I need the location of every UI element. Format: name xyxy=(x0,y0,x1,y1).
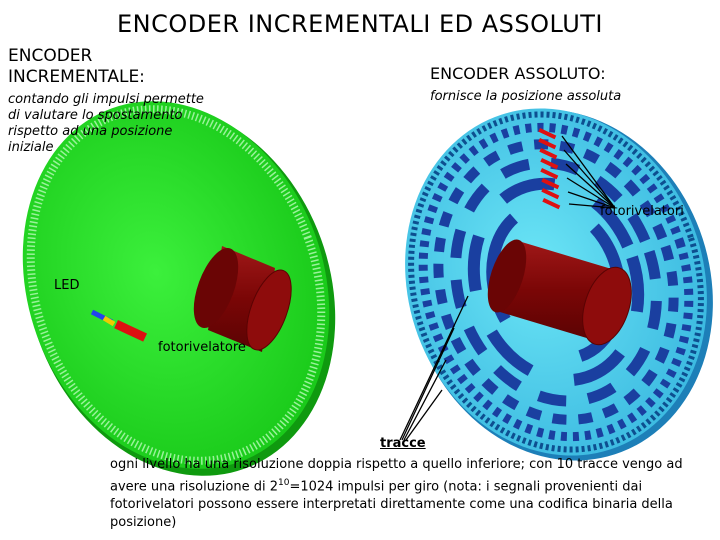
incremental-heading-line1: ENCODER xyxy=(8,46,93,66)
incremental-heading: ENCODER INCREMENTALE: xyxy=(8,46,145,88)
note-part2: =1024 impulsi per giro (nota: i segnali … xyxy=(110,479,673,531)
fotorivelatori-arrows xyxy=(561,135,616,209)
fotorivelatore-label: fotorivelatore xyxy=(158,340,246,355)
led-assembly xyxy=(90,309,148,342)
incremental-description: contando gli impulsi permette di valutar… xyxy=(8,92,248,156)
incremental-shaft xyxy=(193,246,292,352)
resolution-note: ogni livello ha una risoluzione doppia r… xyxy=(110,456,710,532)
absolute-description: fornisce la posizione assoluta xyxy=(430,89,622,104)
absolute-heading: ENCODER ASSOLUTO: xyxy=(430,64,606,83)
fotorivelatori-label: fotorivelatori xyxy=(600,204,684,219)
photodetector-left xyxy=(114,320,148,342)
incremental-description-line: iniziale xyxy=(8,140,54,155)
tracce-arrows xyxy=(399,295,469,441)
note-part1: ogni livello ha una risoluzione doppia r… xyxy=(110,457,683,495)
incremental-disc xyxy=(22,101,336,476)
incremental-description-line: contando gli impulsi permette xyxy=(8,92,204,107)
tracce-label: tracce xyxy=(380,436,426,451)
led-label: LED xyxy=(54,278,80,293)
incremental-description-line: rispetto ad una posizione xyxy=(8,124,173,139)
absolute-shaft xyxy=(487,239,632,346)
page-title: ENCODER INCREMENTALI ED ASSOLUTI xyxy=(117,10,603,38)
incremental-slots xyxy=(26,105,326,465)
note-exponent: 10 xyxy=(277,478,290,488)
incremental-heading-line2: INCREMENTALE: xyxy=(8,67,145,87)
incremental-description-line: di valutare lo spostamento xyxy=(8,108,183,123)
photodetector-array xyxy=(538,128,561,210)
